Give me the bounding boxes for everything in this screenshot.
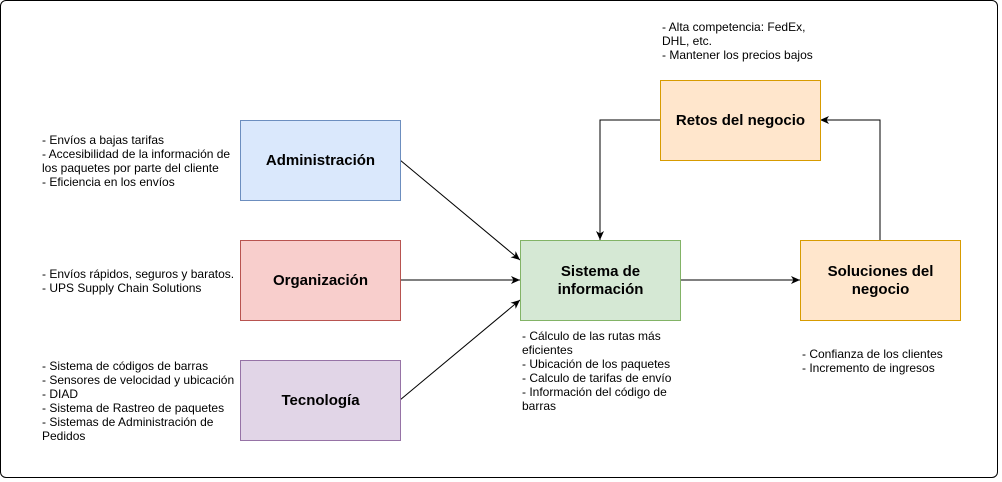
note-retos: - Alta competencia: FedEx, DHL, etc. - M… <box>662 20 822 62</box>
box-tecnologia: Tecnología <box>240 360 401 441</box>
note-line: - Sistema de códigos de barras <box>42 359 209 373</box>
note-line: - Cálculo de las rutas más eficientes <box>522 329 661 357</box>
note-line: - Alta competencia: FedEx, DHL, etc. <box>662 20 806 48</box>
note-line: - Ubicación de los paquetes <box>522 357 671 371</box>
note-line: - Sensores de velocidad y ubicación <box>42 373 235 387</box>
arrow-administracion-to-sistema <box>399 159 521 261</box>
box-retos-label: Retos del negocio <box>675 111 806 129</box>
note-tecnologia: - Sistema de códigos de barras - Sensore… <box>42 359 238 443</box>
note-line: - UPS Supply Chain Solutions <box>42 281 202 295</box>
note-administracion: - Envíos a bajas tarifas - Accesibilidad… <box>42 133 238 189</box>
arrow-tecnologia-to-sistema <box>399 299 521 401</box>
note-line: - Envíos a bajas tarifas <box>42 133 165 147</box>
note-line: - Sistemas de Administración de Pedidos <box>42 415 214 443</box>
note-line: - Información del código de barras <box>522 385 667 413</box>
box-organizacion-label: Organización <box>272 271 369 289</box>
note-line: - Envíos rápidos, seguros y baratos. <box>42 267 235 281</box>
box-soluciones-label: Soluciones del negocio <box>827 262 934 298</box>
note-sistema: - Cálculo de las rutas más eficientes - … <box>522 329 672 413</box>
note-line: - Accesibilidad de la información de los… <box>42 147 231 175</box>
note-organizacion: - Envíos rápidos, seguros y baratos. - U… <box>42 267 240 295</box>
box-administracion: Administración <box>240 120 401 201</box>
box-soluciones: Soluciones del negocio <box>800 240 961 321</box>
note-line: - Eficiencia en los envíos <box>42 175 175 189</box>
arrow-retos-to-sistema <box>596 119 660 240</box>
box-tecnologia-label: Tecnología <box>281 391 360 409</box>
note-line: - Calculo de tarifas de envío <box>522 371 672 385</box>
note-line: - Incremento de ingresos <box>802 361 935 375</box>
note-line: - Mantener los precios bajos <box>662 48 813 62</box>
note-line: - DIAD <box>42 387 78 401</box>
box-sistema: Sistema de información <box>520 240 681 321</box>
note-soluciones: - Confianza de los clientes - Incremento… <box>802 347 972 375</box>
note-line: - Sistema de Rastreo de paquetes <box>42 401 225 415</box>
box-sistema-label: Sistema de información <box>557 262 644 298</box>
box-organizacion: Organización <box>240 240 401 321</box>
arrow-soluciones-to-retos <box>820 116 881 240</box>
note-line: - Confianza de los clientes <box>802 347 943 361</box>
box-administracion-label: Administración <box>265 151 376 169</box>
box-retos: Retos del negocio <box>660 80 821 161</box>
